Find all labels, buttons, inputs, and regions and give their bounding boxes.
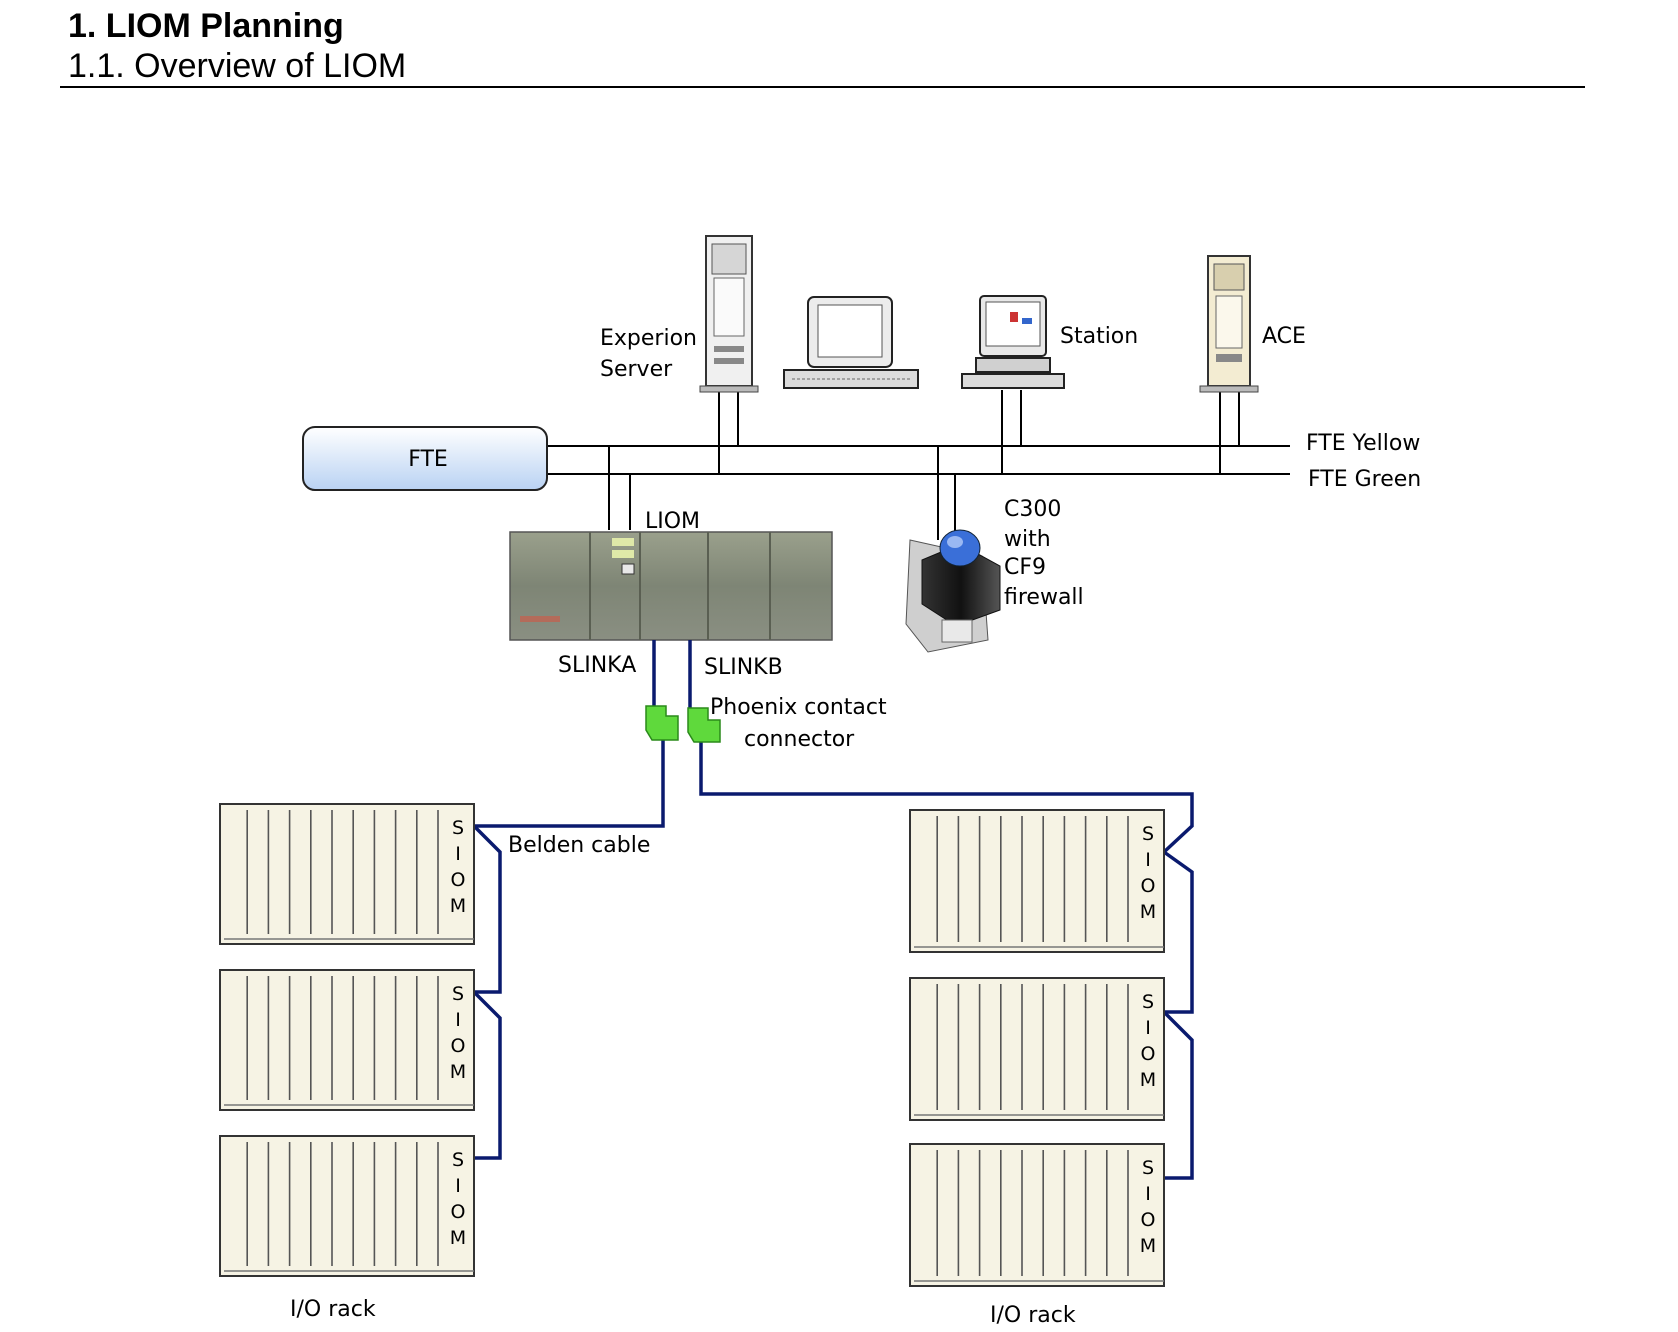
ace-server-icon — [1199, 255, 1259, 393]
liom-module — [509, 531, 833, 641]
phoenix-label-line1: Phoenix contact — [710, 695, 887, 720]
left-io-rack-label: I/O rack — [290, 1297, 376, 1322]
c300-controller-icon — [905, 529, 1001, 653]
experion-label-line2: Server — [600, 357, 673, 382]
c300-label-line4: firewall — [1004, 585, 1084, 610]
siom-letter: M — [1140, 901, 1156, 923]
liom-label: LIOM — [645, 509, 700, 534]
experion-server-icon — [699, 235, 759, 393]
experion-label-line1: Experion — [600, 326, 697, 351]
header-divider — [60, 86, 1585, 88]
fte-network-lines — [546, 390, 1290, 540]
fte-yellow-label: FTE Yellow — [1306, 431, 1420, 456]
fte-box: FTE — [302, 426, 548, 491]
siom-letter: S — [452, 817, 464, 839]
right-io-rack-label: I/O rack — [990, 1303, 1076, 1328]
c300-label-line2: with — [1004, 527, 1051, 552]
fte-green-label: FTE Green — [1308, 467, 1421, 492]
station-label: Station — [1060, 324, 1138, 349]
siom-letter: S — [1142, 1157, 1154, 1179]
belden-cables — [472, 640, 1194, 1180]
siom-letter: M — [450, 895, 466, 917]
siom-letter: O — [451, 1201, 466, 1223]
siom-letter: I — [455, 1175, 461, 1197]
siom-letter: S — [452, 1149, 464, 1171]
siom-letter: I — [1145, 849, 1151, 871]
siom-letter: I — [1145, 1017, 1151, 1039]
siom-letter: M — [450, 1061, 466, 1083]
belden-cable-label: Belden cable — [508, 833, 650, 858]
monitor-icon — [783, 296, 919, 389]
siom-letter: O — [1141, 1043, 1156, 1065]
siom-letter: M — [450, 1227, 466, 1249]
phoenix-connector-b — [687, 707, 721, 743]
siom-letter: M — [1140, 1235, 1156, 1257]
siom-letter: I — [455, 1009, 461, 1031]
phoenix-connector-a — [645, 705, 679, 741]
section-title: 1. LIOM Planning — [68, 7, 344, 45]
siom-letter: O — [1141, 875, 1156, 897]
slinka-label: SLINKA — [558, 653, 636, 678]
siom-letter: S — [452, 983, 464, 1005]
siom-letter: O — [451, 869, 466, 891]
fte-box-label: FTE — [408, 447, 448, 472]
subsection-title: 1.1. Overview of LIOM — [68, 47, 407, 85]
siom-letter: S — [1142, 823, 1154, 845]
c300-label-line3: CF9 — [1004, 555, 1046, 580]
slinkb-label: SLINKB — [704, 655, 783, 680]
c300-label-line1: C300 — [1004, 497, 1061, 522]
siom-letter: M — [1140, 1069, 1156, 1091]
siom-letter: S — [1142, 991, 1154, 1013]
ace-label: ACE — [1262, 324, 1306, 349]
siom-letter: O — [1141, 1209, 1156, 1231]
siom-letter: I — [1145, 1183, 1151, 1205]
siom-letter: O — [451, 1035, 466, 1057]
siom-letter: I — [455, 843, 461, 865]
phoenix-label-line2: connector — [744, 727, 855, 752]
station-icon — [961, 295, 1065, 389]
